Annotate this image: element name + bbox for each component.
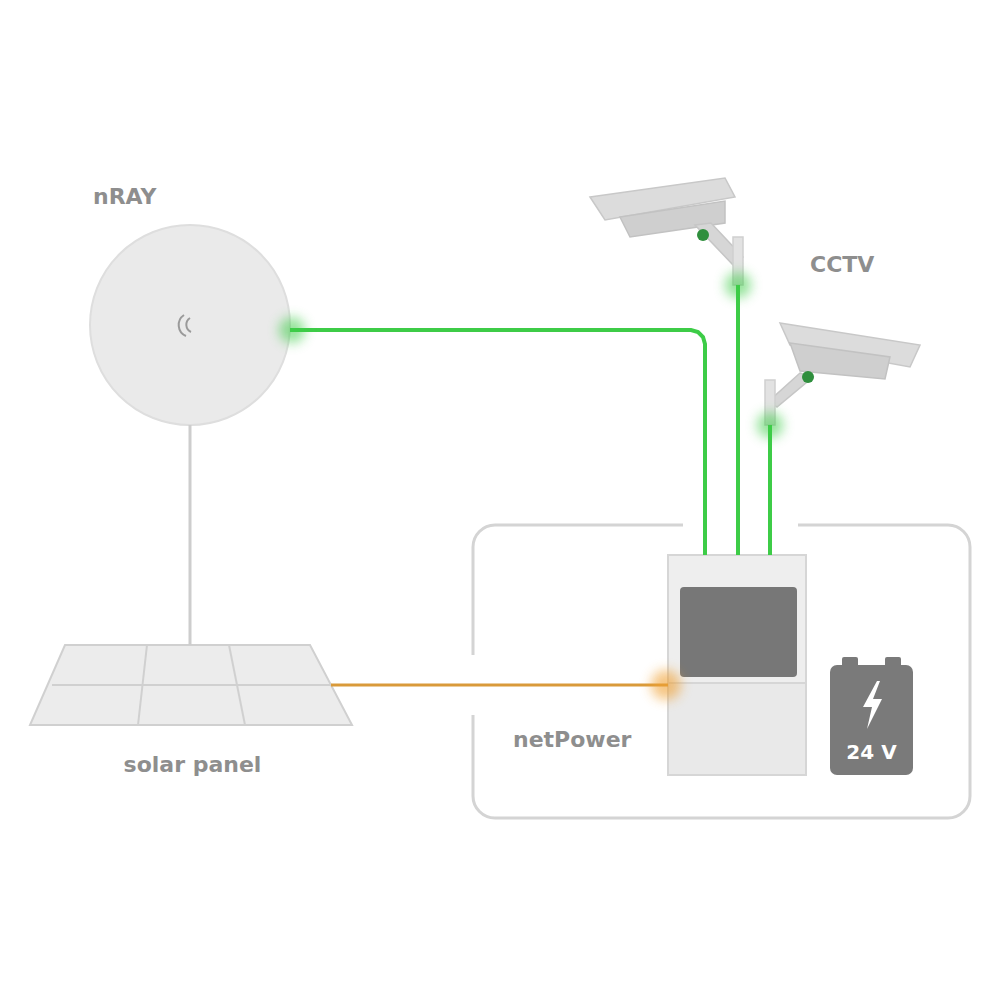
power-device: netPower <box>668 555 806 775</box>
mount-pole <box>189 430 192 640</box>
port-glow <box>757 412 783 438</box>
connector-group <box>190 330 770 685</box>
radio-antenna-shape <box>90 180 290 430</box>
ethernet-cable <box>290 330 705 555</box>
node-label: 24 V <box>830 739 913 765</box>
ethernet-cable <box>736 440 740 555</box>
port-glow <box>651 670 681 700</box>
ethernet-cable <box>768 440 772 555</box>
cctv-cameras-shape <box>585 175 925 440</box>
node-label: CCTV <box>810 252 920 278</box>
port-glow <box>279 317 305 343</box>
node-label: solar panel <box>25 752 360 778</box>
radio-antenna: nRAY <box>90 180 290 430</box>
port-glow <box>725 272 751 298</box>
power-cable <box>360 684 668 687</box>
battery: 24 V <box>830 655 913 775</box>
node-label: nRAY <box>93 184 223 210</box>
enclosure-outline <box>473 525 970 818</box>
glow-group <box>279 272 783 700</box>
cctv-cameras: CCTV <box>585 175 925 440</box>
solar-panel: solar panel <box>25 640 360 785</box>
power-device-shape <box>668 555 806 775</box>
node-label: netPower <box>513 727 663 753</box>
